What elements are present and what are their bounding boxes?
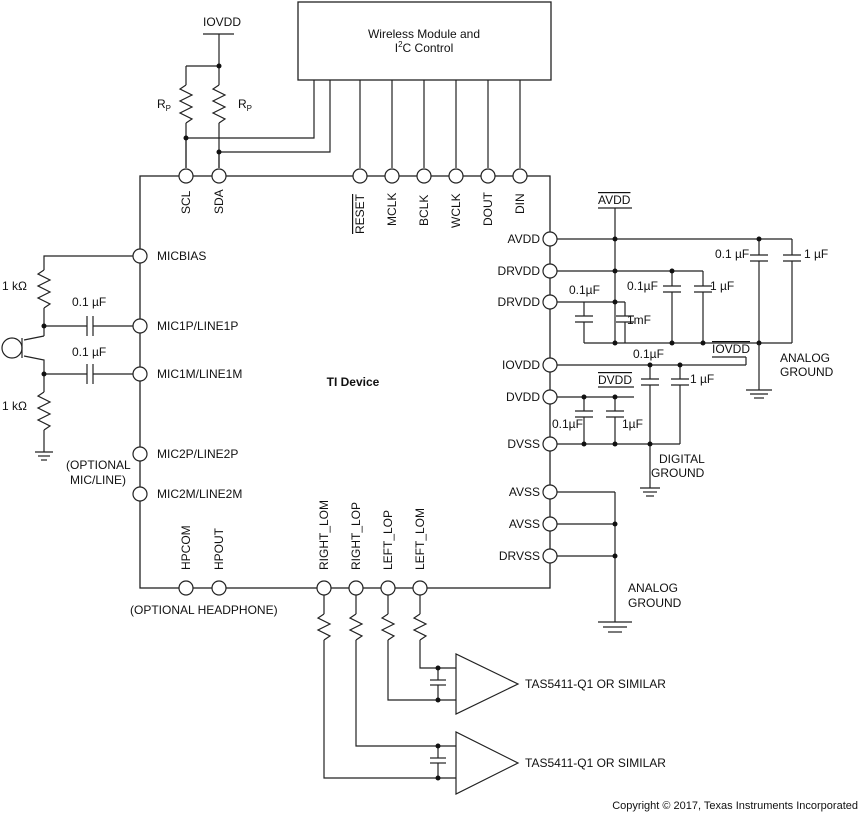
- cap-dvdd-3: 1µF: [622, 417, 643, 431]
- pin-wclk: WCLK: [449, 193, 463, 228]
- mic-r1-label: 1 kΩ: [2, 279, 27, 293]
- analog-ground-1-l1: ANALOG: [780, 351, 830, 365]
- pin-drvdd-2: DRVDD: [498, 295, 541, 309]
- amplifier-1-icon: [455, 653, 520, 715]
- mic-r2-label: 1 kΩ: [2, 399, 27, 413]
- pin-right-lom: RIGHT_LOM: [317, 500, 331, 570]
- pin-iovdd: IOVDD: [502, 358, 540, 372]
- top-pin-circles: [178, 168, 528, 184]
- module-line2: I2C Control: [395, 40, 453, 55]
- pin-mic2p: MIC2P/LINE2P: [157, 447, 238, 461]
- pin-left-lom: LEFT_LOM: [413, 508, 427, 570]
- cap-drv-1: 0.1µF: [627, 279, 658, 293]
- pin-avss-1: AVSS: [509, 485, 540, 499]
- digital-ground-l2: GROUND: [651, 466, 705, 480]
- cap-avdd-1: 0.1 µF: [715, 247, 749, 261]
- pullup-network: [178, 33, 234, 168]
- iovdd-top-label: IOVDD: [203, 15, 241, 29]
- pin-drvdd-1: DRVDD: [498, 264, 541, 278]
- copyright: Copyright © 2017, Texas Instruments Inco…: [612, 800, 858, 812]
- analog-ground-2-l2: GROUND: [628, 596, 682, 610]
- pin-reset: RESET: [353, 193, 367, 234]
- amp-1-label: TAS5411-Q1 OR SIMILAR: [525, 677, 666, 691]
- pin-scl: SCL: [179, 190, 193, 214]
- device-label: TI Device: [327, 375, 380, 389]
- pin-hpcom: HPCOM: [179, 525, 193, 570]
- pin-bclk: BCLK: [417, 195, 431, 226]
- module-wiring: [185, 80, 521, 168]
- pin-left-lop: LEFT_LOP: [381, 510, 395, 570]
- amp-2-label: TAS5411-Q1 OR SIMILAR: [525, 756, 666, 770]
- module-line1: Wireless Module and: [368, 27, 480, 41]
- mic-c1-label: 0.1 µF: [72, 295, 106, 309]
- mic-circuit: [23, 255, 133, 461]
- pin-avss-2: AVSS: [509, 517, 540, 531]
- optional-headphone-label: (OPTIONAL HEADPHONE): [130, 603, 278, 617]
- cap-drv-3: 0.1µF: [569, 283, 600, 297]
- power-decoupling-network: [557, 207, 801, 633]
- pin-dvdd: DVDD: [506, 390, 540, 404]
- bottom-pin-circles: [178, 580, 428, 596]
- cap-avdd-2: 1 µF: [804, 247, 828, 261]
- iovdd-supply-label: IOVDD: [712, 342, 750, 356]
- mic-c2-label: 0.1 µF: [72, 345, 106, 359]
- amplifier-2-icon: [455, 731, 520, 795]
- optional-mic-line2: MIC/LINE): [70, 473, 126, 487]
- avdd-supply-label: AVDD: [598, 193, 631, 207]
- analog-ground-2-l1: ANALOG: [628, 581, 678, 595]
- cap-drv-4: 1mF: [627, 313, 651, 327]
- digital-ground-l1: DIGITAL: [659, 452, 705, 466]
- rp2-label: RP: [238, 97, 252, 113]
- pin-micbias: MICBIAS: [157, 249, 206, 263]
- pin-right-lop: RIGHT_LOP: [349, 502, 363, 570]
- ti-device-box: [139, 175, 551, 589]
- cap-dvdd-1: 1 µF: [690, 372, 714, 386]
- cap-dvdd-2: 0.1µF: [552, 417, 583, 431]
- amplifier-wiring: [316, 595, 456, 781]
- pin-mic1m: MIC1M/LINE1M: [157, 367, 242, 381]
- pin-mic1p: MIC1P/LINE1P: [157, 319, 238, 333]
- pin-din: DIN: [513, 193, 527, 214]
- microphone-icon: [1, 337, 23, 359]
- optional-mic-line1: (OPTIONAL: [66, 458, 131, 472]
- pin-hpout: HPOUT: [212, 527, 226, 570]
- pin-sda: SDA: [212, 189, 226, 214]
- analog-ground-1-l2: GROUND: [780, 365, 834, 379]
- dvdd-supply-label: DVDD: [598, 373, 632, 387]
- cap-iovdd: 0.1µF: [633, 347, 664, 361]
- wireless-module-box: [297, 1, 552, 81]
- pin-mclk: MCLK: [385, 193, 399, 226]
- cap-drv-2: 1 µF: [710, 279, 734, 293]
- pin-drvss: DRVSS: [499, 549, 540, 563]
- rp1-label: RP: [157, 97, 171, 113]
- pin-dvss: DVSS: [507, 437, 540, 451]
- pin-avdd: AVDD: [508, 232, 541, 246]
- pin-dout: DOUT: [481, 191, 495, 226]
- pin-mic2m: MIC2M/LINE2M: [157, 487, 242, 501]
